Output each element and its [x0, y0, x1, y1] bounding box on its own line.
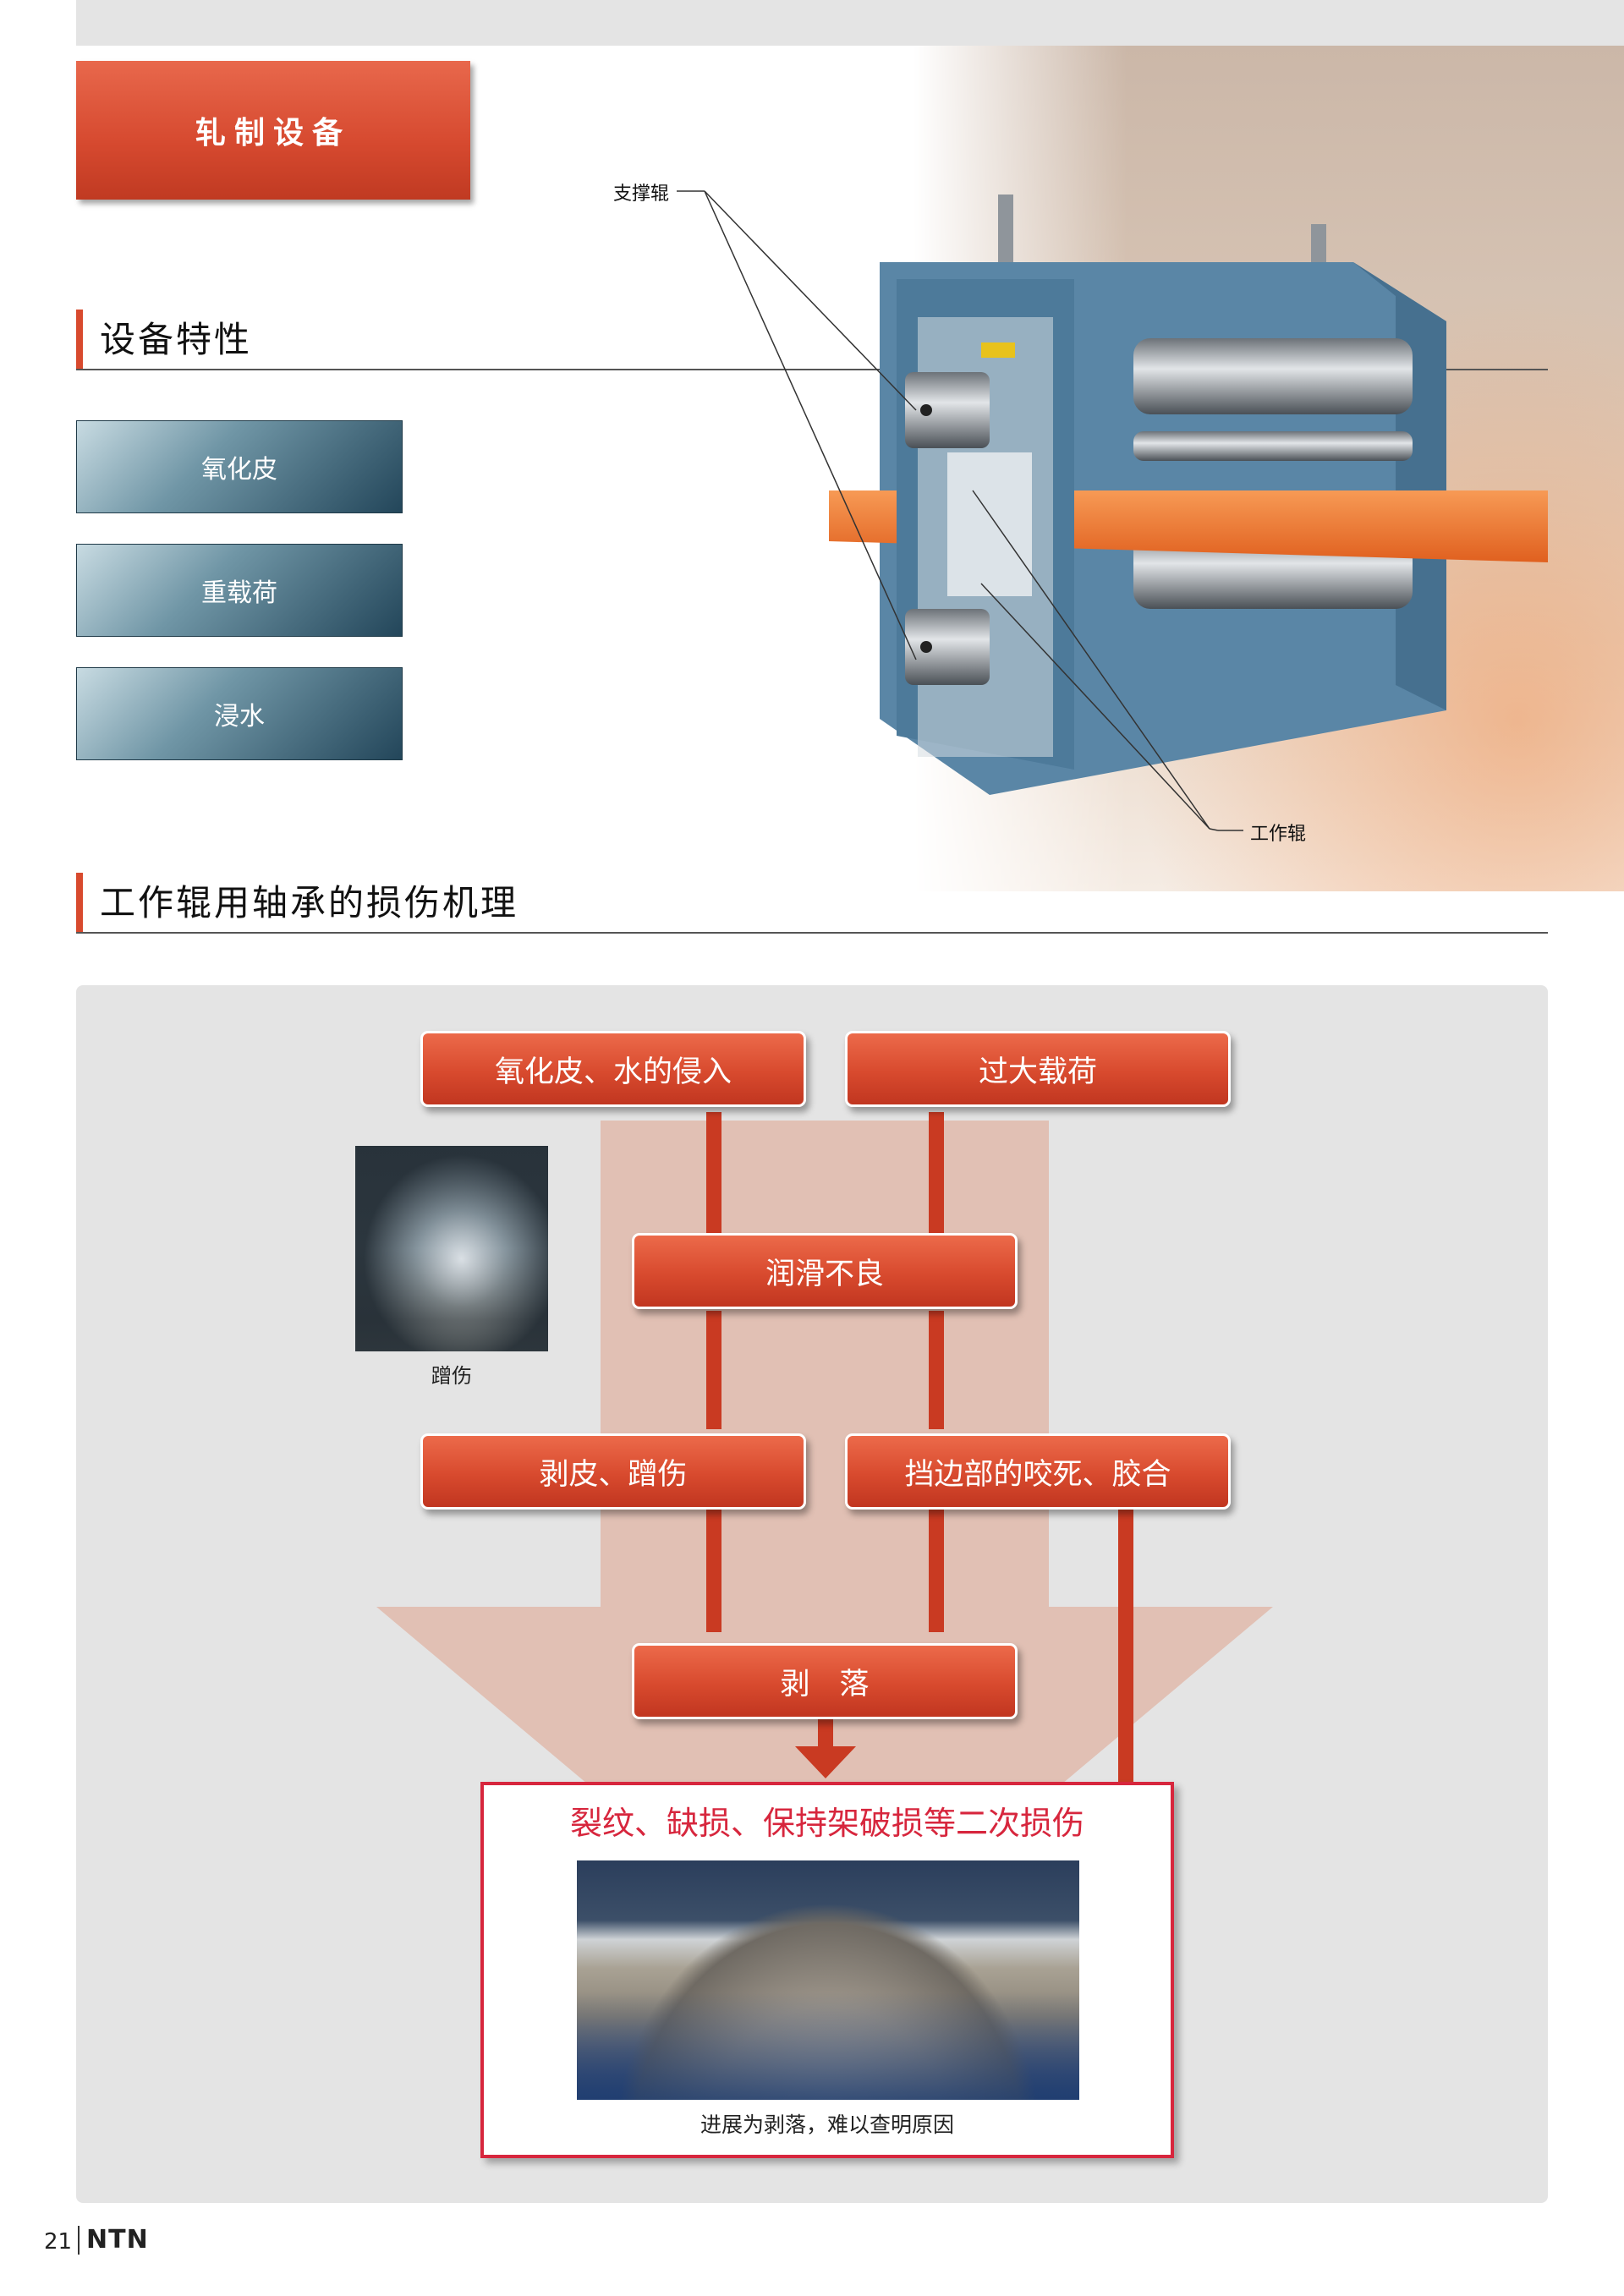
top-band [76, 0, 1624, 46]
flow-box-overload: 过大载荷 [845, 1031, 1231, 1107]
flow-box-scale-water: 氧化皮、水的侵入 [420, 1031, 806, 1107]
flaking-photo-caption: 进展为剥落，难以查明原因 [700, 2112, 954, 2137]
flow-box-rib-seizure: 挡边部的咬死、胶合 [845, 1433, 1231, 1510]
flaking-photo [577, 1860, 1079, 2100]
rolling-mill-illustration [829, 195, 1548, 795]
callout-backup-roll: 支撑辊 [613, 184, 670, 205]
section-title-mechanism: 工作辊用轴承的损伤机理 [76, 873, 518, 934]
flow-box-poor-lubrication: 润滑不良 [632, 1233, 1018, 1309]
brand-logo: NTN [78, 2226, 149, 2255]
feature-scale: 氧化皮 [76, 420, 403, 513]
smearing-photo [355, 1146, 548, 1351]
page-number: 21 [44, 2229, 73, 2255]
callout-work-roll: 工作辊 [1250, 824, 1307, 845]
feature-water: 浸水 [76, 667, 403, 760]
flow-box-flaking: 剥 落 [632, 1643, 1018, 1719]
section-title-features: 设备特性 [76, 310, 252, 370]
page-title: 轧制设备 [76, 61, 470, 200]
secondary-damage-title: 裂纹、缺损、保持架破损等二次损伤 [569, 1805, 1084, 1842]
feature-heavy-load: 重载荷 [76, 544, 403, 637]
smearing-photo-caption: 蹭伤 [431, 1364, 472, 1388]
section-rule-mechanism [76, 932, 1548, 934]
flow-box-peeling-smearing: 剥皮、蹭伤 [420, 1433, 806, 1510]
